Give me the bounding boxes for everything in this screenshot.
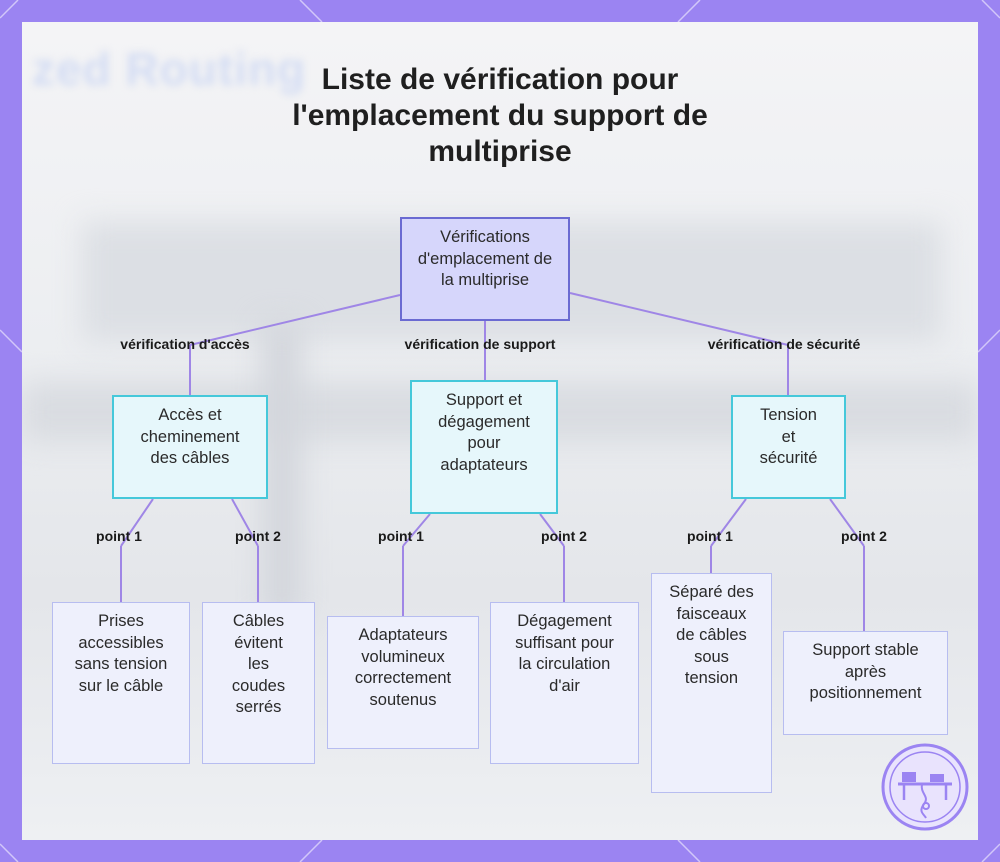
category-access-label: Accès et cheminement des câbles xyxy=(140,406,240,467)
edge-label-access: vérification d'accès xyxy=(120,336,250,352)
root-node: Vérifications d'emplacement de la multip… xyxy=(400,217,570,321)
leaf-bulky-adapters: Adaptateurs volumineux correctement sout… xyxy=(327,616,479,749)
root-node-label: Vérifications d'emplacement de la multip… xyxy=(417,228,553,289)
leaf-separated-bundles: Séparé des faisceaux de câbles sous tens… xyxy=(651,573,772,793)
leaf-accessible-outlets: Prises accessibles sans tension sur le c… xyxy=(52,602,190,764)
leaf-air-clearance: Dégagement suffisant pour la circulation… xyxy=(490,602,639,764)
category-support-label: Support et dégagement pour adaptateurs xyxy=(438,391,530,474)
edge-label-support-point-2: point 2 xyxy=(541,528,587,544)
leaf-label: Séparé des faisceaux de câbles sous tens… xyxy=(669,583,754,687)
leaf-label: Dégagement suffisant pour la circulation… xyxy=(515,612,614,695)
diagram-title: Liste de vérification pour l'emplacement… xyxy=(292,63,708,168)
connector-root-safety xyxy=(569,292,789,346)
connector-root-access xyxy=(189,294,401,346)
edge-label-safety-point-1: point 1 xyxy=(687,528,733,544)
background-blur-shape xyxy=(262,322,302,622)
edge-label-access-point-1: point 1 xyxy=(96,528,142,544)
edge-label-safety: vérification de sécurité xyxy=(707,336,861,352)
edge-label-access-point-2: point 2 xyxy=(235,528,281,544)
edge-label-safety-point-2: point 2 xyxy=(841,528,887,544)
leaf-stable-support: Support stable après positionnement xyxy=(783,631,948,735)
category-safety-label: Tension et sécurité xyxy=(759,406,818,467)
background-text: zed Routing xyxy=(32,43,307,95)
category-support-node: Support et dégagement pour adaptateurs xyxy=(410,380,558,514)
leaf-label: Adaptateurs volumineux correctement sout… xyxy=(354,626,452,709)
category-safety-node: Tension et sécurité xyxy=(731,395,846,499)
category-access-node: Accès et cheminement des câbles xyxy=(112,395,268,499)
leaf-label: Prises accessibles sans tension sur le c… xyxy=(74,612,168,695)
edge-label-support-point-1: point 1 xyxy=(378,528,424,544)
edge-label-support: vérification de support xyxy=(404,336,556,352)
leaf-cables-avoid-bends: Câbles évitent les coudes serrés xyxy=(202,602,315,764)
leaf-label: Câbles évitent les coudes serrés xyxy=(231,612,286,716)
desk-cable-routing-icon xyxy=(881,743,969,831)
leaf-label: Support stable après positionnement xyxy=(809,641,922,702)
